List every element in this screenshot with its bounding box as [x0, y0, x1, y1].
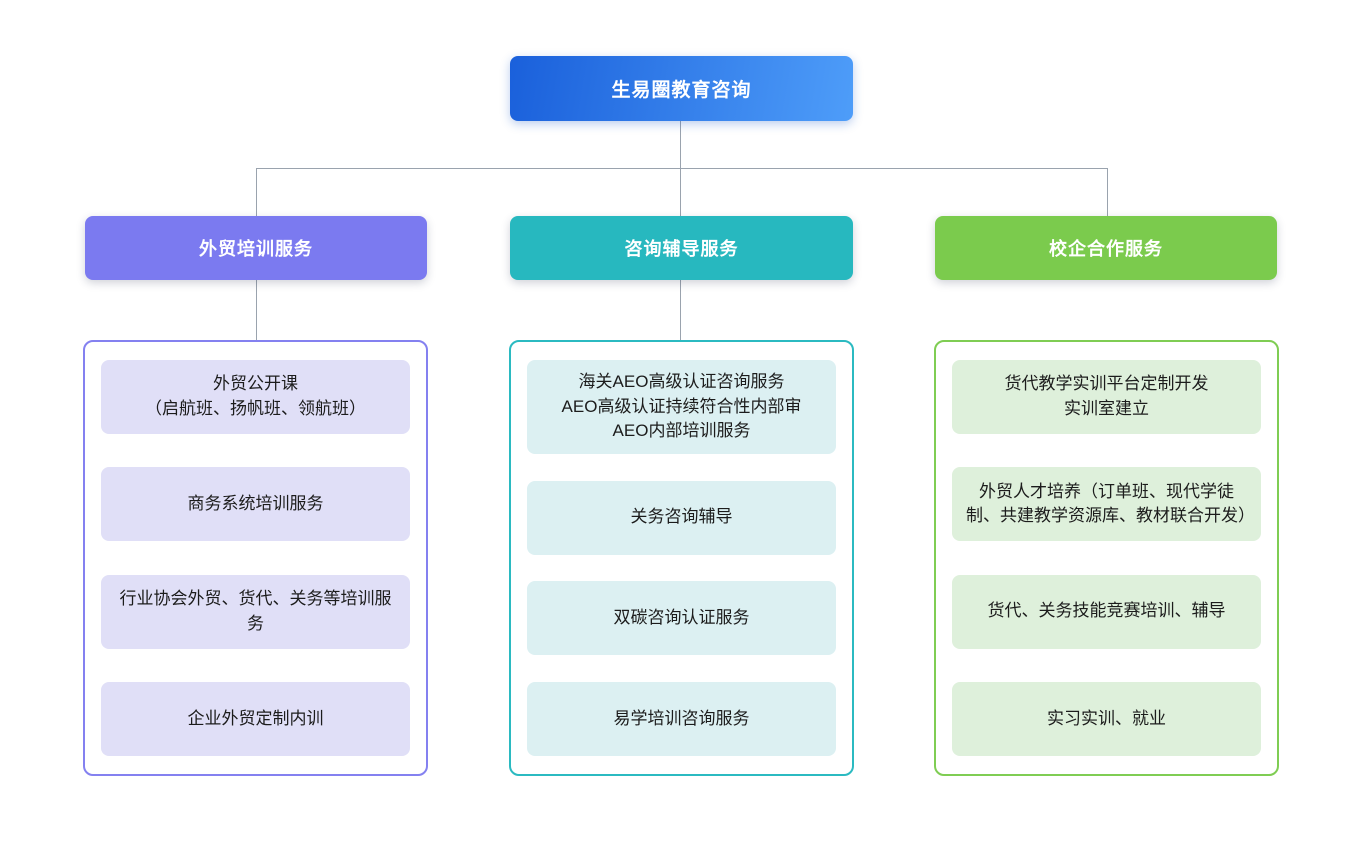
service-card: 海关AEO高级认证咨询服务 AEO高级认证持续符合性内部审 AEO内部培训服务: [527, 360, 836, 454]
connector-drop-1: [256, 168, 257, 216]
branch-header-label: 校企合作服务: [1049, 239, 1163, 259]
branch-panel-consulting: 海关AEO高级认证咨询服务 AEO高级认证持续符合性内部审 AEO内部培训服务 …: [509, 340, 854, 776]
connector-drop-3: [1107, 168, 1108, 216]
connector-panel-stem-2: [680, 280, 681, 340]
connector-drop-2: [680, 168, 681, 216]
service-card: 商务系统培训服务: [101, 467, 410, 542]
service-card: 外贸公开课 （启航班、扬帆班、领航班）: [101, 360, 410, 434]
service-card: 货代教学实训平台定制开发 实训室建立: [952, 360, 1261, 434]
connector-root-stem: [680, 121, 681, 168]
service-card: 双碳咨询认证服务: [527, 581, 836, 656]
service-card: 易学培训咨询服务: [527, 681, 836, 756]
root-node: 生易圈教育咨询: [510, 56, 853, 121]
service-card: 实习实训、就业: [952, 681, 1261, 756]
root-node-label: 生易圈教育咨询: [611, 80, 752, 101]
branch-header-trade-training: 外贸培训服务: [85, 216, 427, 280]
service-card: 行业协会外贸、货代、关务等培训服务: [101, 574, 410, 649]
branch-panel-school-enterprise: 货代教学实训平台定制开发 实训室建立 外贸人才培养（订单班、现代学徒制、共建教学…: [934, 340, 1279, 776]
branch-header-label: 外贸培训服务: [199, 239, 313, 259]
service-card: 外贸人才培养（订单班、现代学徒制、共建教学资源库、教材联合开发）: [952, 467, 1261, 542]
branch-header-consulting: 咨询辅导服务: [510, 216, 853, 280]
service-card: 关务咨询辅导: [527, 480, 836, 555]
branch-header-label: 咨询辅导服务: [624, 239, 739, 259]
branch-header-school-enterprise: 校企合作服务: [935, 216, 1277, 280]
connector-panel-stem-1: [256, 280, 257, 340]
connector-rail: [256, 168, 1108, 169]
branch-panel-trade-training: 外贸公开课 （启航班、扬帆班、领航班） 商务系统培训服务 行业协会外贸、货代、关…: [83, 340, 428, 776]
service-card: 货代、关务技能竞赛培训、辅导: [952, 574, 1261, 649]
service-card: 企业外贸定制内训: [101, 681, 410, 756]
